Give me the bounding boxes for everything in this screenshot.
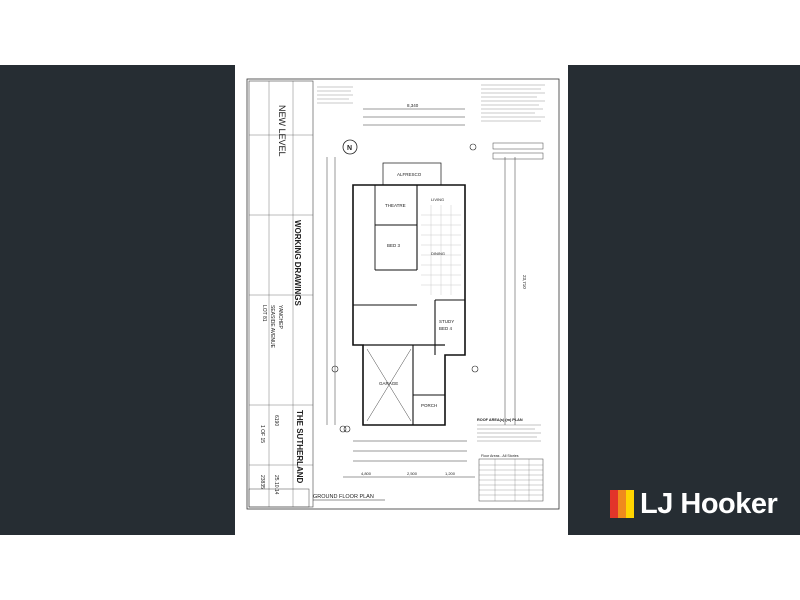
dimension-bottom-right: 1,200: [445, 471, 456, 476]
sheet-title: WORKING DRAWINGS: [293, 220, 302, 306]
floor-areas-heading: Floor Areas - All Stories: [481, 454, 519, 458]
plan-title: GROUND FLOOR PLAN: [313, 494, 374, 500]
builder-logo: NEW LEVEL: [277, 105, 287, 157]
room-living: LIVING: [431, 197, 444, 202]
room-bed4: BED 4: [439, 326, 453, 331]
svg-text:N: N: [347, 145, 352, 152]
dimension-depth: 23,710: [522, 275, 527, 289]
room-study: STUDY: [439, 319, 454, 324]
design-name: THE SUTHERLAND: [295, 410, 304, 484]
dimension-bottom-left: 4,800: [361, 471, 372, 476]
logo-text: LJ Hooker: [640, 487, 778, 520]
right-dark-panel: [568, 65, 800, 535]
dimension-top: 8,340: [407, 103, 419, 108]
left-dark-panel: [0, 65, 235, 535]
room-garage: GARAGE: [379, 381, 398, 386]
room-alfresco: ALFRESCO: [397, 172, 422, 177]
roof-areas-heading: ROOF AREA(s) (m) PLAN: [477, 418, 523, 422]
lj-hooker-logo: LJ Hooker: [610, 487, 778, 520]
room-porch: PORCH: [421, 403, 437, 408]
job-number: 23835: [259, 475, 265, 489]
address-line-1: LOT 81: [261, 305, 267, 322]
sheet-number: 1 OF 15: [259, 425, 265, 443]
model-number: 6190: [273, 415, 279, 426]
address-line-3: YANCHEP: [277, 305, 283, 329]
floor-plan-drawing: NEW LEVEL WORKING DRAWINGS LOT 81 SEASID…: [246, 78, 560, 510]
plan-date: 25.10.14: [273, 475, 279, 495]
dimension-bottom-mid: 2,500: [407, 471, 418, 476]
floor-plan-document[interactable]: NEW LEVEL WORKING DRAWINGS LOT 81 SEASID…: [235, 65, 568, 535]
room-bed3: BED 3: [387, 243, 401, 248]
logo-mark-icon: [610, 490, 634, 518]
address-line-2: SEASIDE AVENUE: [269, 305, 275, 349]
room-theatre: THEATRE: [385, 203, 406, 208]
room-dining: DINING: [431, 251, 445, 256]
